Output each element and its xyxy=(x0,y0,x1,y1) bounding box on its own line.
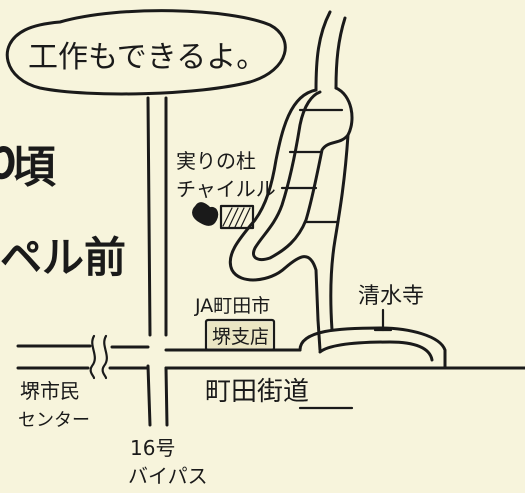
route16-road-left-edge xyxy=(146,96,152,337)
north-road-left-edge xyxy=(314,10,332,92)
forest-label-line2: チャイルル xyxy=(176,177,276,201)
sakai-center-label-line2: センター xyxy=(18,410,90,431)
loop-road-outer xyxy=(228,88,320,322)
ja-label-line1: JA町田市 xyxy=(194,295,270,317)
loop-road-inner xyxy=(252,86,354,262)
bridge-mark-left xyxy=(89,334,96,380)
route16-label-line2: バイパス xyxy=(128,464,208,488)
north-road-right-edge xyxy=(334,16,347,90)
cropped-text-top: 頃 xyxy=(12,142,56,193)
forest-label-line1: 実りの杜 xyxy=(176,149,256,173)
route16-road-left-edge-lower xyxy=(146,364,152,427)
sakai-center-label-line1: 堺市民 xyxy=(20,379,80,403)
loop-road-right-edge xyxy=(329,133,350,332)
route16-road-right-edge-lower xyxy=(164,366,169,427)
temple-road-bottom xyxy=(318,340,434,362)
cropped-glyph-fragment xyxy=(0,146,15,180)
temple-label: 清水寺 xyxy=(358,284,424,309)
forest-black-marker xyxy=(192,202,219,226)
machida-kaido-label: 町田街道 xyxy=(205,377,309,407)
speech-bubble xyxy=(5,9,287,96)
bubble-text: 工作もできるよ。 xyxy=(28,40,266,75)
cropped-text-bottom: ペル前 xyxy=(0,233,126,282)
temple-road-top xyxy=(298,326,447,370)
ja-sign-box xyxy=(204,318,276,352)
forest-hatch-lines xyxy=(222,207,251,228)
route16-label-line1: 16号 xyxy=(130,436,175,460)
forest-hatched-box xyxy=(219,204,255,230)
bridge-mark-right xyxy=(101,334,108,380)
ja-label-line2: 堺支店 xyxy=(212,326,269,348)
junction-left-edge xyxy=(316,318,322,352)
ja-sign-hatching xyxy=(208,322,272,348)
